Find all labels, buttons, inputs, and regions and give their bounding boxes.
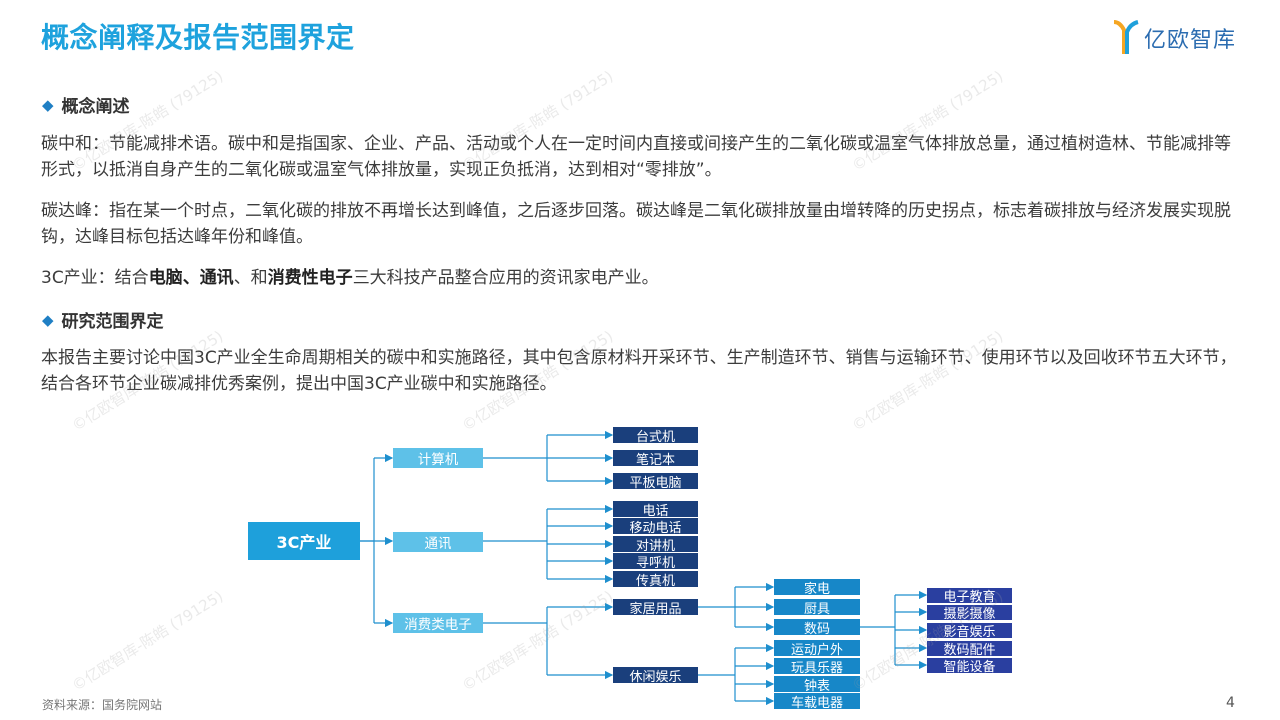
leaf-pager: 寻呼机 <box>613 553 698 571</box>
paragraph-scope: 本报告主要讨论中国3C产业全生命周期相关的碳中和实施路径，其中包含原材料开采环节… <box>41 348 1237 394</box>
leaf-photography: 摄影摄像 <box>927 605 1012 622</box>
diamond-bullet-icon: ◆ <box>42 310 54 329</box>
leaf-kitchenware: 厨具 <box>774 599 860 617</box>
bold-term-computer: 电脑 <box>148 268 183 288</box>
leaf-fax: 传真机 <box>613 571 698 589</box>
yiou-logo-icon <box>1113 20 1139 54</box>
text-part: 三大科技产品整合应用的资讯家电产业。 <box>352 268 659 288</box>
leaf-mobile-phone: 移动电话 <box>613 518 698 536</box>
leaf-digital-accessories: 数码配件 <box>927 641 1012 658</box>
leaf-toys-instruments: 玩具乐器 <box>774 658 860 676</box>
node-telecom: 通讯 <box>393 532 483 552</box>
brand-logo: 亿欧智库 <box>1112 18 1262 58</box>
logo-text: 亿欧智库 <box>1144 28 1237 53</box>
source-note: 资料来源：国务院网站 <box>42 698 163 712</box>
section-heading-text: 研究范围界定 <box>61 312 164 332</box>
node-home-goods: 家居用品 <box>613 599 698 617</box>
text-part: 、 <box>182 268 200 288</box>
leaf-smart-devices: 智能设备 <box>927 658 1012 675</box>
leaf-walkie-talkie: 对讲机 <box>613 536 698 554</box>
section-heading-scope: ◆ 研究范围界定 <box>42 307 164 333</box>
diamond-bullet-icon: ◆ <box>42 95 54 114</box>
leaf-av-entertainment: 影音娱乐 <box>927 623 1012 640</box>
paragraph-3c-industry: 3C产业：结合电脑、通讯、和消费性电子三大科技产品整合应用的资讯家电产业。 <box>41 265 1246 291</box>
bold-term-telecom: 通讯 <box>199 268 234 288</box>
node-consumer-electronics: 消费类电子 <box>393 613 483 633</box>
paragraph-carbon-peak: 碳达峰：指在某一个时点，二氧化碳的排放不再增长达到峰值，之后逐步回落。碳达峰是二… <box>41 201 1231 247</box>
leaf-e-education: 电子教育 <box>927 588 1012 605</box>
paragraph-carbon-neutral: 碳中和：节能减排术语。碳中和是指国家、企业、产品、活动或个人在一定时间内直接或间… <box>41 134 1231 180</box>
section-heading-concept: ◆ 概念阐述 <box>42 92 130 118</box>
leaf-car-electronics: 车载电器 <box>774 693 860 711</box>
leaf-desktop: 台式机 <box>613 427 698 445</box>
text-part: 、和 <box>233 268 268 288</box>
leaf-laptop: 笔记本 <box>613 450 698 468</box>
node-computer: 计算机 <box>393 448 483 468</box>
leaf-outdoor-sports: 运动户外 <box>774 640 860 658</box>
node-leisure: 休闲娱乐 <box>613 667 698 685</box>
leaf-tablet: 平板电脑 <box>613 473 698 491</box>
leaf-appliances: 家电 <box>774 579 860 597</box>
node-digital: 数码 <box>774 619 860 637</box>
bold-term-consumer: 消费性电子 <box>267 268 353 288</box>
page-number: 4 <box>1226 695 1235 711</box>
text-part: 3C产业：结合 <box>41 268 149 288</box>
node-3c-industry: 3C产业 <box>248 522 360 560</box>
section-heading-text: 概念阐述 <box>61 97 130 117</box>
leaf-watches: 钟表 <box>774 676 860 694</box>
page-title: 概念阐释及报告范围界定 <box>41 21 355 54</box>
leaf-telephone: 电话 <box>613 501 698 519</box>
